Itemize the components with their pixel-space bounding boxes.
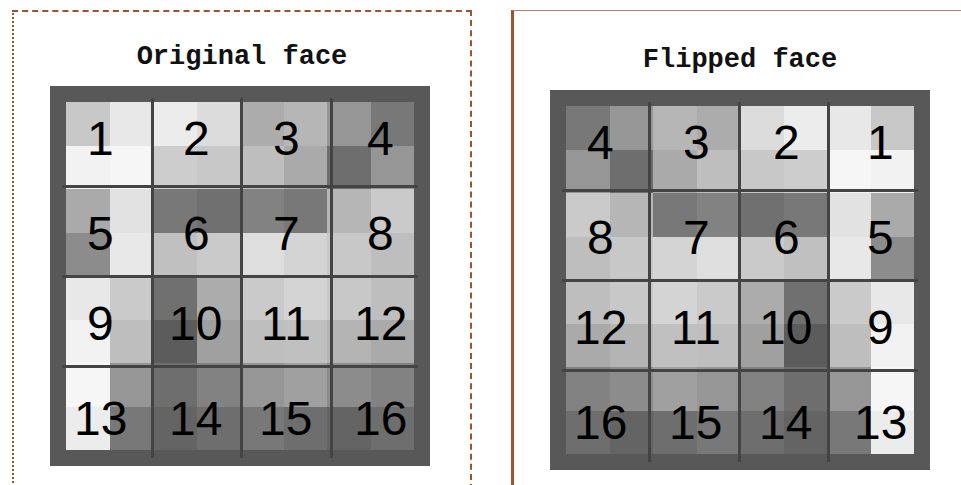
cell-number: 11 [261, 300, 311, 348]
cell-number: 3 [683, 119, 710, 167]
cell-number: 4 [367, 115, 394, 163]
cell-number: 13 [74, 395, 127, 443]
cell-number: 2 [773, 119, 800, 167]
cell-number: 16 [574, 399, 627, 447]
cell-number: 7 [273, 210, 300, 258]
cell-number: 15 [259, 395, 312, 443]
cell-number: 10 [169, 300, 222, 348]
cell-number: 3 [273, 115, 300, 163]
cell-number: 10 [759, 304, 812, 352]
cell-number: 11 [671, 304, 721, 352]
cell-number: 1 [87, 115, 114, 163]
cell-number: 5 [867, 214, 894, 262]
cell-number: 6 [773, 214, 800, 262]
cell-number: 12 [354, 300, 407, 348]
cell-number: 9 [867, 304, 894, 352]
cell-number: 13 [854, 399, 907, 447]
cell-number: 4 [587, 119, 614, 167]
cell-number: 7 [683, 214, 710, 262]
cell-number: 15 [669, 399, 722, 447]
cell-number: 6 [183, 210, 210, 258]
panel-title: Flipped face [514, 45, 961, 75]
cell-number: 14 [169, 395, 222, 443]
cell-number: 8 [587, 214, 614, 262]
cell-number: 16 [354, 395, 407, 443]
cell-number: 9 [87, 300, 114, 348]
cell-number: 1 [867, 119, 894, 167]
cell-number: 8 [367, 210, 394, 258]
panel-title: Original face [14, 42, 470, 72]
cell-number: 2 [183, 115, 210, 163]
cell-number: 14 [759, 399, 812, 447]
cell-number: 12 [574, 304, 627, 352]
cell-number: 5 [87, 210, 114, 258]
